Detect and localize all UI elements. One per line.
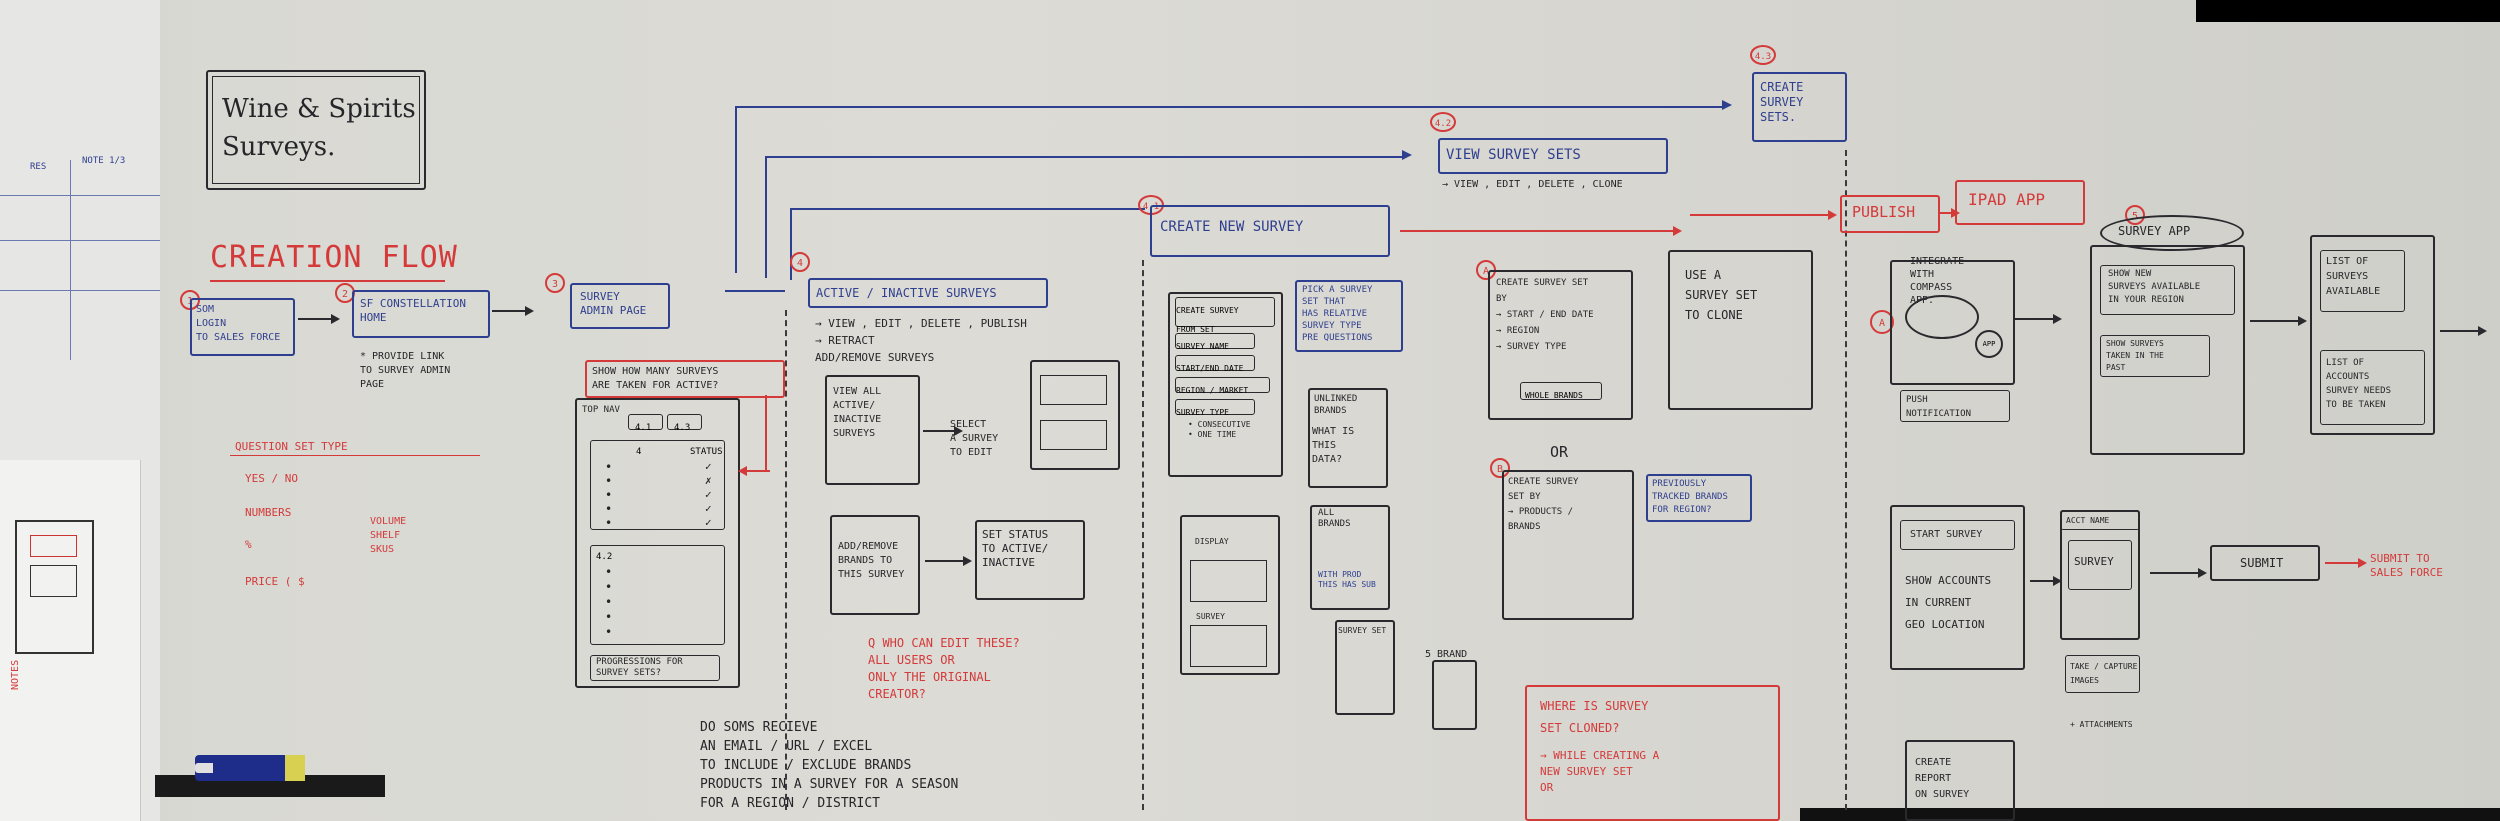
divider-43	[1845, 150, 1847, 810]
show-new-text: SHOW NEW SURVEYS AVAILABLE IN YOUR REGIO…	[2108, 268, 2200, 307]
creation-flow-heading: CREATION FLOW	[210, 240, 458, 275]
clone-text: USE A SURVEY SET TO CLONE	[1685, 265, 1757, 325]
divider-41	[1142, 260, 1144, 810]
tab-4-1: 4.1	[628, 414, 663, 430]
step-3-question: SHOW HOW MANY SURVEYS ARE TAKEN FOR ACTI…	[592, 365, 718, 393]
ipad-app-label: IPAD APP	[1968, 192, 2045, 207]
step-4-number: 4	[790, 252, 810, 272]
tab-4-3: 4.3	[667, 414, 702, 430]
set-a-sub-box: WHOLE BRANDS	[1520, 382, 1602, 400]
survey-app-header: SURVEY APP	[2118, 224, 2190, 239]
question-set-heading: QUESTION SET TYPE	[235, 440, 348, 454]
form-sub: • CONSECUTIVE • ONE TIME	[1188, 420, 1251, 440]
form-field-2: SURVEY NAME	[1176, 342, 1229, 351]
step-4-question: Q WHO CAN EDIT THESE? ALL USERS OR ONLY …	[868, 635, 1020, 703]
where-cloned-answer: → WHILE CREATING A NEW SURVEY SET OR	[1540, 748, 1659, 796]
survey-set-label: SURVEY SET	[1338, 624, 1386, 638]
bottom-note: DO SOMS RECIEVE AN EMAIL / URL / EXCEL T…	[700, 718, 958, 813]
photo-text: TAKE / CAPTURE IMAGES	[2070, 660, 2137, 688]
accounts-text: LIST OF ACCOUNTS SURVEY NEEDS TO BE TAKE…	[2326, 356, 2391, 412]
push-text: PUSH NOTIFICATION	[1906, 393, 1971, 421]
brands-note: WITH PROD THIS HAS SUB	[1318, 570, 1376, 590]
qs-item-1: YES / NO	[245, 472, 298, 486]
qs-item-3: %	[245, 538, 252, 552]
left-board-grid: RES NOTE 1/3	[0, 150, 160, 410]
app-badge: APP	[1983, 340, 1996, 348]
set-b-text: CREATE SURVEY SET BY → PRODUCTS / BRANDS	[1508, 475, 1578, 535]
compass-circle	[1905, 295, 1979, 339]
step-4-header: ACTIVE / INACTIVE SURVEYS	[816, 286, 997, 301]
form-field-3: START/END DATE	[1176, 364, 1243, 373]
select-survey-text: SELECT A SURVEY TO EDIT	[950, 418, 998, 460]
marker	[195, 755, 305, 781]
admin-status: STATUS	[690, 445, 723, 459]
step-42-header: VIEW SURVEY SETS	[1446, 148, 1581, 163]
step-3-number: 3	[545, 273, 565, 293]
show-accounts-text: SHOW ACCOUNTS IN CURRENT GEO LOCATION	[1905, 570, 1991, 636]
report-text: CREATE REPORT ON SURVEY	[1915, 755, 1969, 803]
survey-label: SURVEY	[1196, 610, 1225, 624]
qs-item-4: PRICE ( $	[245, 575, 305, 589]
start-survey-text: START SURVEY	[1910, 528, 1982, 542]
set-status-text: SET STATUS TO ACTIVE/ INACTIVE	[982, 528, 1048, 570]
submit-note: SUBMIT TO SALES FORCE	[2370, 552, 2443, 580]
step-43-number: 4.3	[1750, 45, 1776, 65]
left-board-col-2: NOTE 1/3	[82, 154, 125, 168]
acct-name-text: ACCT NAME	[2066, 514, 2109, 528]
left-board-col-1: RES	[30, 160, 46, 174]
admin-top-nav: TOP NAV	[582, 403, 620, 417]
display-label: DISPLAY	[1195, 535, 1229, 549]
take-survey-label: SURVEY	[2074, 555, 2114, 569]
unlinked-text: UNLINKED BRANDS	[1314, 393, 1357, 417]
or-text: OR	[1550, 445, 1568, 459]
admin-progressions: PROGRESSIONS FOR SURVEY SETS?	[596, 657, 683, 679]
show-past-text: SHOW SURVEYS TAKEN IN THE PAST	[2106, 338, 2164, 374]
pick-set-text: PICK A SURVEY SET THAT HAS RELATIVE SURV…	[1302, 284, 1372, 344]
divider-4	[785, 310, 787, 810]
submit-text: SUBMIT	[2240, 556, 2283, 570]
paper-sheet: NOTES	[0, 460, 141, 821]
what-data-text: WHAT IS THIS DATA?	[1312, 425, 1354, 467]
title-box: Wine & Spirits Surveys.	[206, 70, 426, 190]
brand-box	[1432, 660, 1477, 730]
admin-sub: 4.2	[596, 550, 612, 564]
step-3-text: SURVEY ADMIN PAGE	[580, 290, 646, 318]
step-42-actions: → VIEW , EDIT , DELETE , CLONE	[1442, 178, 1623, 192]
step-2-text: SF CONSTELLATION HOME	[360, 297, 466, 325]
form-field-4: REGION / MARKET	[1176, 386, 1248, 395]
form-field-5: SURVEY TYPE	[1176, 408, 1229, 417]
step-1-text: SOM LOGIN TO SALES FORCE	[196, 303, 280, 345]
admin-col: 4	[636, 445, 641, 459]
set-a-sub: WHOLE BRANDS	[1521, 391, 1583, 400]
flow-line-42	[765, 158, 767, 278]
set-a-text: CREATE SURVEY SET BY → START / END DATE …	[1496, 275, 1594, 355]
step-2-note: * PROVIDE LINK TO SURVEY ADMIN PAGE	[360, 350, 450, 392]
step-41-header: CREATE NEW SURVEY	[1160, 220, 1303, 235]
arrow-2-3	[492, 310, 532, 312]
where-cloned-question: WHERE IS SURVEY SET CLONED?	[1540, 695, 1648, 739]
qs-item-2: NUMBERS	[245, 506, 291, 520]
page-title: Wine & Spirits Surveys.	[222, 90, 416, 166]
top-right-frame	[2196, 0, 2500, 22]
step-43-header: CREATE SURVEY SETS.	[1760, 80, 1803, 125]
arrow-1-2	[298, 318, 338, 320]
publish-label: PUBLISH	[1852, 205, 1915, 220]
set-b-note: PREVIOUSLY TRACKED BRANDS FOR REGION?	[1652, 478, 1728, 517]
red-flow-2	[1690, 214, 1835, 216]
list-text: LIST OF SURVEYS AVAILABLE	[2326, 254, 2380, 299]
step-42-number: 4.2	[1430, 112, 1456, 132]
step-4-actions: → VIEW , EDIT , DELETE , PUBLISH → RETRA…	[815, 315, 1027, 366]
flow-line-43	[735, 108, 737, 273]
attach-text: + ATTACHMENTS	[2070, 718, 2133, 732]
view-all-text: VIEW ALL ACTIVE/ INACTIVE SURVEYS	[833, 385, 881, 441]
add-remove-text: ADD/REMOVE BRANDS TO THIS SURVEY	[838, 540, 904, 582]
qs-numbers-note: VOLUME SHELF SKUS	[370, 515, 406, 557]
red-flow-1	[1400, 230, 1680, 232]
all-brands-text: ALL BRANDS	[1318, 508, 1351, 530]
